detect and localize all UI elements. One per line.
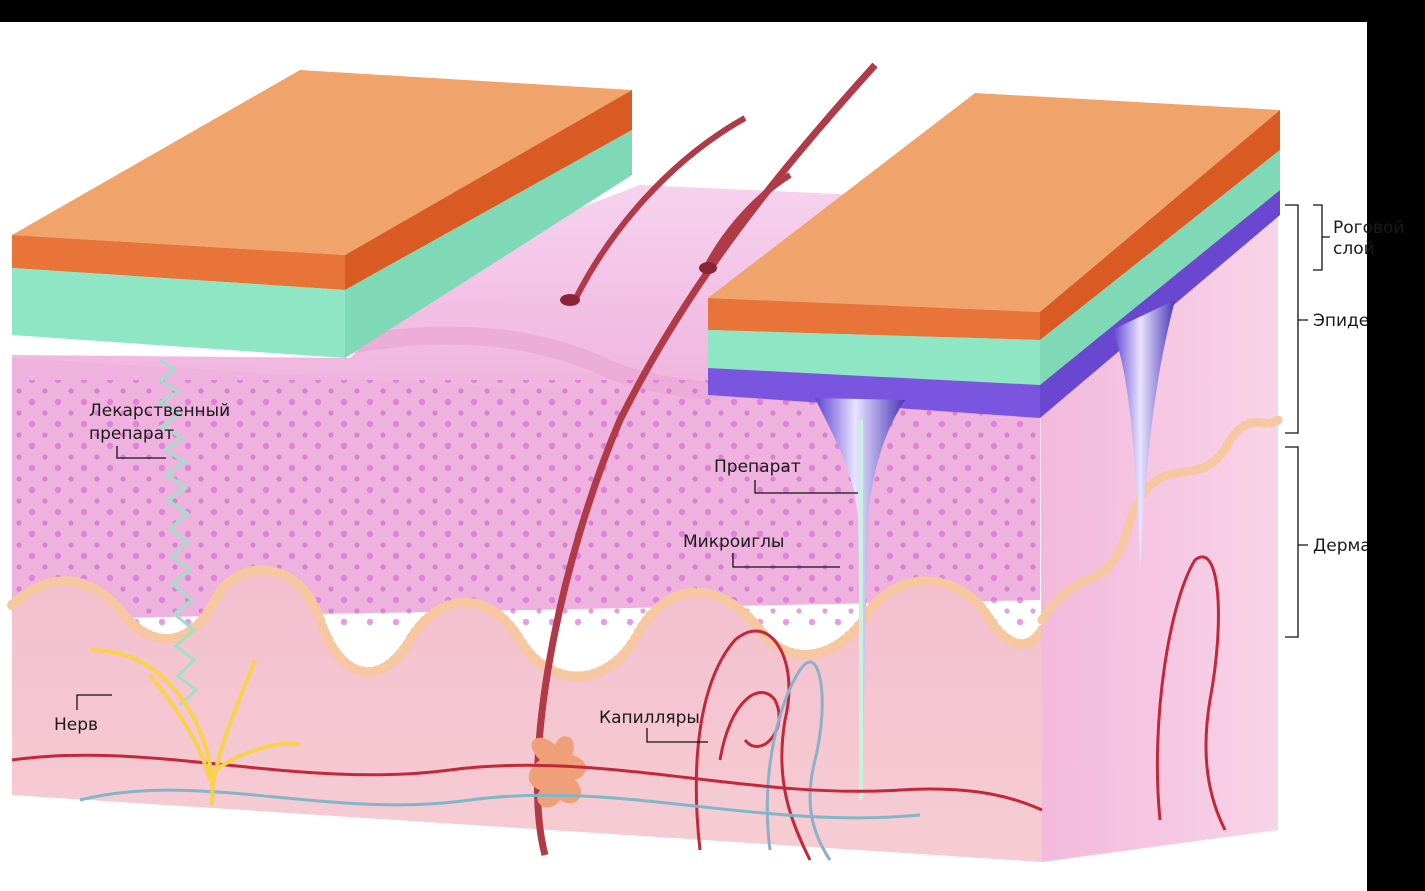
hair-follicle-2 [699, 262, 717, 274]
hair-follicle [560, 294, 580, 306]
bracket-stratum [1313, 205, 1330, 270]
top-frame-bar [0, 0, 1425, 22]
right-frame-overlay [1367, 0, 1425, 200]
label-drug-line1: Лекарственный [89, 401, 230, 421]
bracket-dermis [1285, 447, 1308, 637]
label-stratum-line2: слой [1333, 239, 1375, 259]
label-nerve: Нерв [54, 715, 98, 735]
label-capillaries: Капилляры [599, 708, 700, 728]
label-stratum-line1: Роговой [1333, 218, 1404, 238]
label-dermis: Дерма [1313, 536, 1371, 556]
label-microneedles: Микроиглы [683, 532, 784, 552]
bracket-epidermis [1285, 205, 1308, 433]
right-frame-overlay-2 [1367, 260, 1425, 891]
label-preparation: Препарат [714, 457, 801, 477]
label-drug-line2: препарат [89, 424, 174, 444]
